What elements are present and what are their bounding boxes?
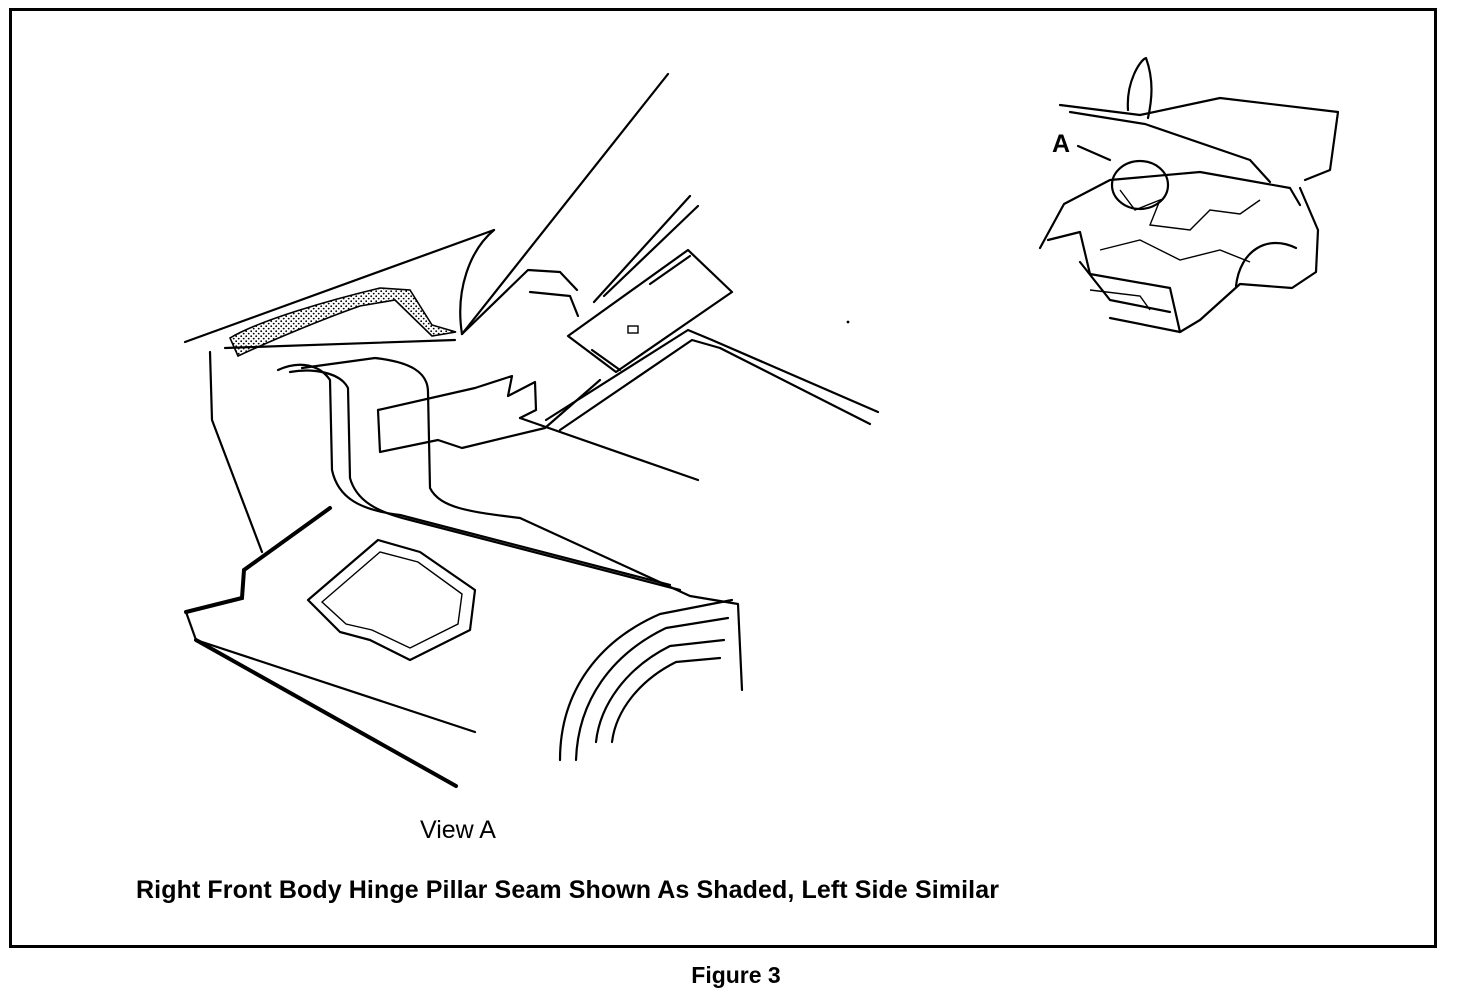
- hinge-bracket: [376, 248, 734, 454]
- wheel-arch: [558, 598, 734, 762]
- floor-opening: [306, 538, 477, 662]
- floor-apron: [184, 506, 744, 788]
- stray-dot: [846, 320, 850, 324]
- figure-number: Figure 3: [691, 962, 781, 988]
- figure-caption: Right Front Body Hinge Pillar Seam Shown…: [136, 876, 1000, 904]
- shaded-seam: [228, 287, 457, 358]
- hinge-pillar: [208, 338, 692, 598]
- vehicle-inset: [1038, 56, 1340, 334]
- hood-panel: [183, 72, 700, 344]
- cowl-rail: [518, 328, 880, 482]
- callout-a-label: A: [1052, 130, 1071, 158]
- view-a-label: View A: [420, 816, 496, 844]
- figure-frame: [9, 8, 1437, 948]
